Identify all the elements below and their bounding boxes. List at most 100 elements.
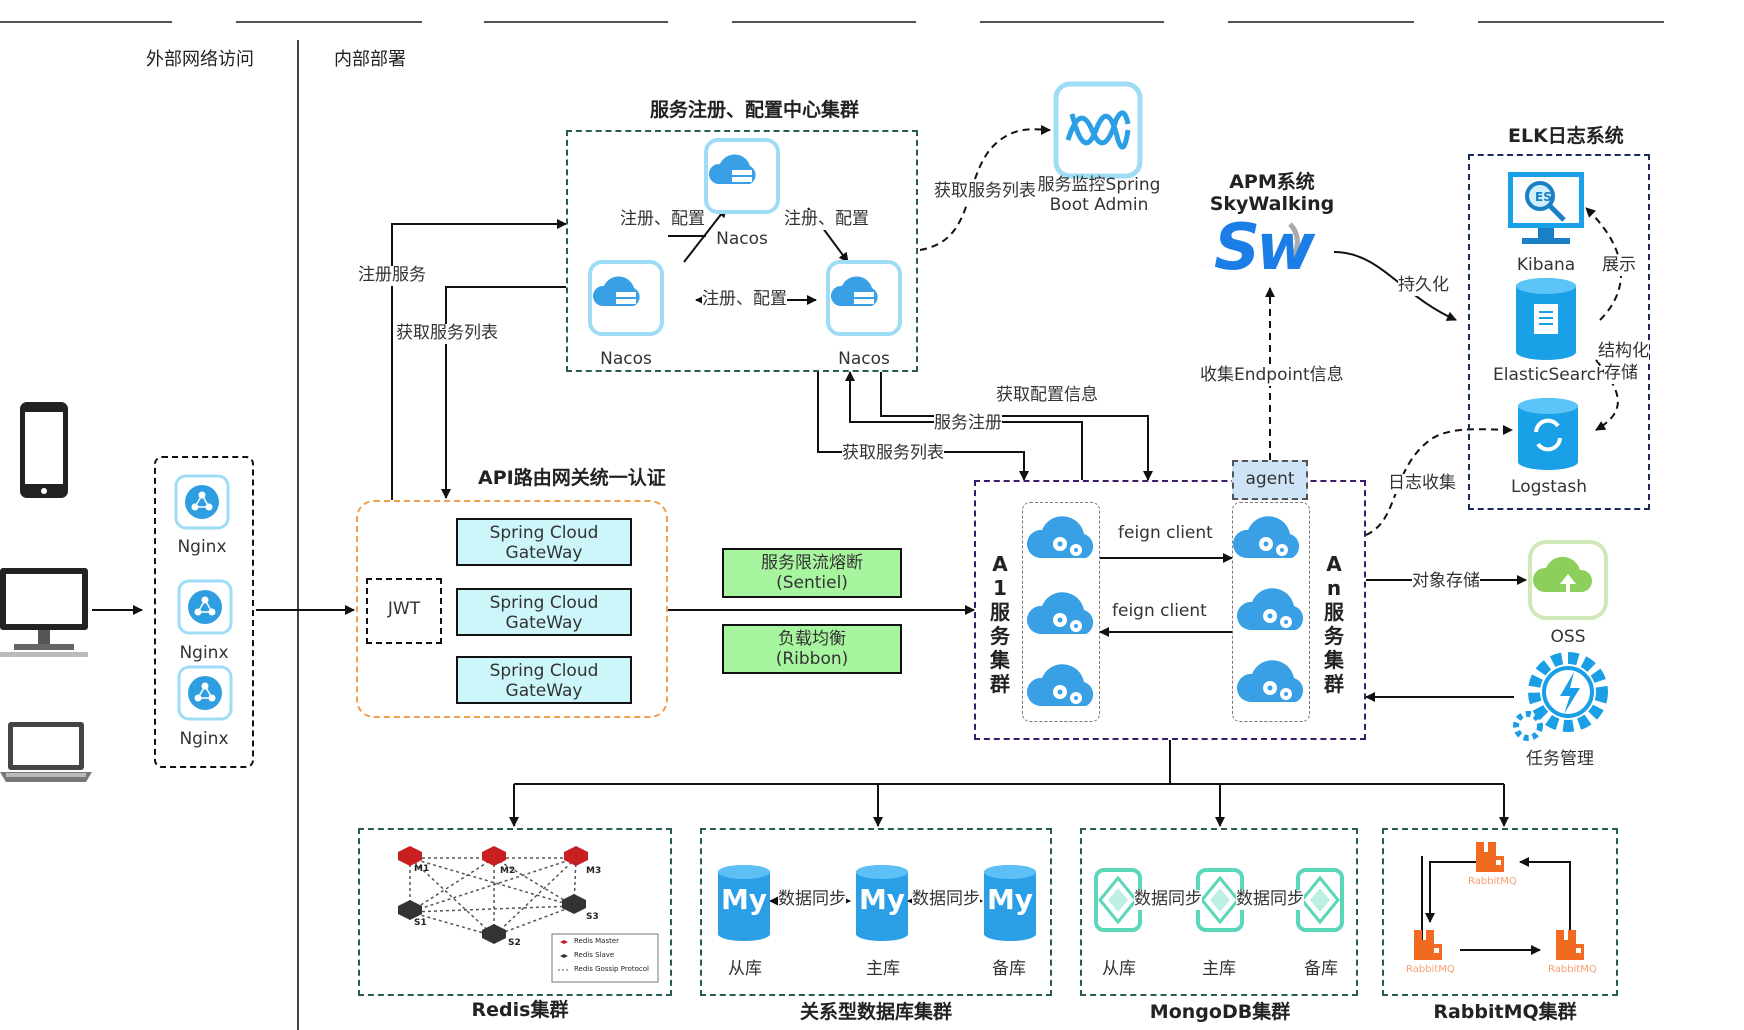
feign-client-label-2: feign client bbox=[1112, 601, 1207, 621]
elk-title: ELK日志系统 bbox=[1508, 125, 1624, 147]
nacos-edge-right-label: 注册、配置 bbox=[784, 209, 869, 230]
jwt-label: JWT bbox=[387, 599, 421, 619]
rabbitmq-logo-text-2: RabbitMQ bbox=[1406, 964, 1455, 975]
mysql-cluster-box bbox=[700, 828, 1052, 996]
redis-legend-slave: Redis Slave bbox=[574, 951, 615, 959]
mysql-logo-3: My bbox=[986, 883, 1034, 916]
mongo-node-slave-label: 从库 bbox=[1102, 959, 1136, 979]
mysql-node-backup-label: 备库 bbox=[992, 959, 1026, 979]
elk-cluster-box bbox=[1468, 154, 1650, 510]
fetch-config-label: 获取配置信息 bbox=[996, 385, 1098, 406]
kibana-label: Kibana bbox=[1516, 255, 1576, 275]
nginx-label-1: Nginx bbox=[177, 537, 227, 557]
svg-text:ES: ES bbox=[1535, 190, 1552, 204]
object-storage-label: 对象存储 bbox=[1412, 571, 1480, 592]
mysql-node-master-label: 主库 bbox=[866, 959, 900, 979]
task-gear-icon bbox=[1513, 652, 1608, 741]
mysql-sync-label-2: 数据同步 bbox=[912, 889, 980, 910]
nacos-cluster-title: 服务注册、配置中心集群 bbox=[650, 99, 860, 121]
redis-legend-gossip: Redis Gossip Protocol bbox=[574, 965, 649, 973]
redis-node-s1: S1 bbox=[414, 918, 427, 928]
mysql-sync-label-1: 数据同步 bbox=[778, 889, 846, 910]
elk-show-label: 展示 bbox=[1602, 255, 1636, 276]
redis-node-m2: M2 bbox=[500, 866, 516, 876]
nginx-label-3: Nginx bbox=[179, 729, 229, 749]
rabbitmq-cluster-title: RabbitMQ集群 bbox=[1433, 1001, 1577, 1023]
phone-icon bbox=[20, 402, 68, 498]
mysql-node-slave-label: 从库 bbox=[728, 959, 762, 979]
zone-external-label: 外部网络访问 bbox=[146, 49, 254, 70]
gateway-node-3-line2: GateWay bbox=[505, 681, 583, 701]
ribbon-line2: (Ribbon) bbox=[775, 649, 849, 669]
lb-cluster-box bbox=[154, 456, 254, 768]
a1-instances-box bbox=[1022, 502, 1100, 722]
laptop-icon bbox=[0, 722, 92, 782]
mongo-sync-label-2: 数据同步 bbox=[1236, 889, 1304, 910]
gateway-node-3: Spring Cloud GateWay bbox=[456, 656, 632, 704]
nacos-node-left-label: Nacos bbox=[600, 349, 652, 369]
oss-icon bbox=[1528, 540, 1608, 620]
an-instances-box bbox=[1232, 502, 1310, 722]
redis-node-m1: M1 bbox=[414, 864, 430, 874]
mongodb-cluster-title: MongoDB集群 bbox=[1149, 1001, 1291, 1023]
logstash-label: Logstash bbox=[1511, 477, 1587, 497]
redis-node-s2: S2 bbox=[508, 938, 521, 948]
elasticsearch-icon bbox=[1516, 278, 1576, 360]
persist-label: 持久化 bbox=[1398, 275, 1449, 296]
service-register-label: 服务注册 bbox=[934, 413, 1002, 434]
nacos-edge-bottom-label: 注册、配置 bbox=[702, 289, 787, 310]
redis-legend-master: Redis Master bbox=[574, 937, 620, 945]
service-cluster-box bbox=[974, 480, 1366, 740]
nacos-node-right-label: Nacos bbox=[838, 349, 890, 369]
sentinel-line1: 服务限流熔断 bbox=[761, 553, 863, 573]
nginx-label-2: Nginx bbox=[179, 643, 229, 663]
boot-admin-label-1: 服务监控Spring bbox=[1037, 175, 1161, 195]
fetch-service-list-label: 获取服务列表 bbox=[396, 323, 498, 344]
rabbitmq-logo-text-1: RabbitMQ bbox=[1468, 876, 1517, 887]
nacos-cluster-box bbox=[566, 130, 918, 372]
mongodb-cluster-box bbox=[1080, 828, 1358, 996]
nacos-node-top-label: Nacos bbox=[716, 229, 768, 249]
apm-title-2: SkyWalking bbox=[1209, 193, 1335, 215]
skywalking-logo-text: Sw bbox=[1214, 211, 1315, 285]
mysql-cluster-title: 关系型数据库集群 bbox=[799, 1001, 952, 1023]
rabbitmq-logo-text-3: RabbitMQ bbox=[1548, 964, 1597, 975]
apm-collect-label: 收集Endpoint信息 bbox=[1200, 365, 1344, 386]
gateway-cluster-box bbox=[356, 500, 668, 718]
an-cluster-label: An服务集群 bbox=[1324, 552, 1344, 696]
logstash-icon bbox=[1518, 398, 1578, 470]
redis-node-s3: S3 bbox=[586, 912, 599, 922]
redis-cluster-title: Redis集群 bbox=[471, 999, 569, 1021]
redis-node-m3: M3 bbox=[586, 866, 602, 876]
gateway-node-1-line1: Spring Cloud bbox=[489, 523, 599, 543]
gateway-node-3-line1: Spring Cloud bbox=[489, 661, 599, 681]
desktop-icon bbox=[0, 568, 88, 657]
kibana-icon: ES bbox=[1508, 172, 1584, 244]
jwt-box bbox=[366, 578, 442, 644]
gateway-title: API路由网关统一认证 bbox=[478, 467, 666, 489]
ribbon-box: 负载均衡 (Ribbon) bbox=[722, 624, 902, 674]
elasticsearch-label: ElasticSearch bbox=[1493, 365, 1607, 385]
redis-cluster-box bbox=[358, 828, 672, 996]
rabbitmq-cluster-box bbox=[1382, 828, 1618, 996]
sentinel-box: 服务限流熔断 (Sentiel) bbox=[722, 548, 902, 598]
elk-store-label-2: 存储 bbox=[1604, 363, 1638, 384]
mongo-sync-label-1: 数据同步 bbox=[1134, 889, 1202, 910]
skywalking-logo bbox=[1288, 222, 1300, 260]
log-collect-label: 日志收集 bbox=[1388, 473, 1456, 494]
mysql-logo-2: My bbox=[858, 883, 906, 916]
mongo-node-master-label: 主库 bbox=[1202, 959, 1236, 979]
register-service-label: 注册服务 bbox=[358, 265, 426, 286]
gateway-node-2-line1: Spring Cloud bbox=[489, 593, 599, 613]
zone-internal-label: 内部部署 bbox=[334, 49, 406, 70]
nacos-edge-left-label: 注册、配置 bbox=[620, 209, 705, 230]
a1-cluster-label: A1服务集群 bbox=[990, 552, 1010, 696]
gateway-node-1-line2: GateWay bbox=[505, 543, 583, 563]
agent-box bbox=[1232, 460, 1308, 500]
ribbon-line1: 负载均衡 bbox=[778, 629, 846, 649]
gateway-node-1: Spring Cloud GateWay bbox=[456, 518, 632, 566]
boot-admin-edge-label: 获取服务列表 bbox=[934, 181, 1036, 202]
elk-store-label-1: 结构化 bbox=[1598, 341, 1649, 362]
